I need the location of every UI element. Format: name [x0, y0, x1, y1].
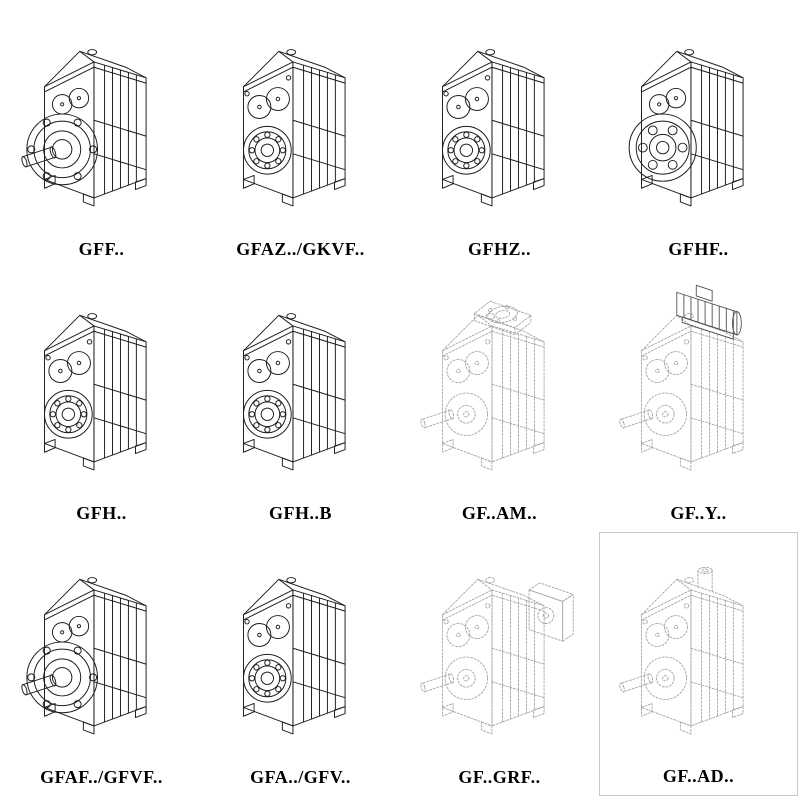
model-label: GFF..: [78, 239, 125, 259]
gearbox-face-bores-drawing: [201, 268, 400, 503]
gearbox-face-bores-icon: [217, 16, 385, 228]
gearbox-face-bores-drawing: [2, 268, 201, 503]
catalog-item-gf-am: GF..AM..: [400, 268, 599, 532]
catalog-item-gfh-b: GFH..B: [201, 268, 400, 532]
model-label: GFA../GFV..: [250, 767, 351, 787]
gearbox-face-bores-drawing: [201, 532, 400, 767]
gearbox-motor-top-icon: [615, 280, 783, 492]
gearbox-flange-shaft-drawing: [2, 532, 201, 767]
model-label: GF..AD..: [662, 766, 735, 786]
model-label: GFH..: [76, 503, 127, 523]
gearbox-shaft-icon: [615, 544, 783, 756]
model-label: GF..GRF..: [458, 767, 541, 787]
model-label: GF..Y..: [670, 503, 727, 523]
gearbox-shaft-top-flange-icon: [416, 280, 584, 492]
catalog-item-gf-grf: GF..GRF..: [400, 532, 599, 796]
gearbox-face-bores-icon: [217, 544, 385, 756]
catalog-item-gfaz-gkvf: GFAZ../GKVF..: [201, 4, 400, 268]
gearbox-motor-top-drawing: [599, 268, 798, 503]
gearbox-face-bores-icon: [217, 280, 385, 492]
model-label: GF..AM..: [461, 503, 538, 523]
gearbox-flange-hollow-drawing: [599, 4, 798, 239]
catalog-item-gfa-gfv: GFA../GFV..: [201, 532, 400, 796]
catalog-item-gf-ad: GF..AD..: [599, 532, 798, 796]
gearbox-face-bores-icon: [416, 16, 584, 228]
gearbox-face-bores-icon: [18, 280, 186, 492]
gearbox-face-bores-drawing: [201, 4, 400, 239]
gearbox-flange-hollow-icon: [615, 16, 783, 228]
gearbox-shaft-side-box-icon: [416, 544, 584, 756]
model-label: GFH..B: [268, 503, 332, 523]
catalog-item-gf-y: GF..Y..: [599, 268, 798, 532]
gearbox-shaft-top-flange-drawing: [400, 268, 599, 503]
catalog-item-gfh: GFH..: [2, 268, 201, 532]
gearbox-flange-shaft-icon: [18, 16, 186, 228]
model-label: GFAF../GFVF..: [40, 767, 163, 787]
catalog-item-gfaf-gfvf: GFAF../GFVF..: [2, 532, 201, 796]
catalog-item-gff: GFF..: [2, 4, 201, 268]
model-label: GFHZ..: [467, 239, 531, 259]
model-label: GFHF..: [668, 239, 729, 259]
gearbox-flange-shaft-drawing: [2, 4, 201, 239]
gearbox-face-bores-drawing: [400, 4, 599, 239]
catalog-item-gfhf: GFHF..: [599, 4, 798, 268]
gearbox-shaft-drawing: [600, 533, 797, 766]
gearbox-flange-shaft-icon: [18, 544, 186, 756]
gearbox-shaft-side-box-drawing: [400, 532, 599, 767]
model-label: GFAZ../GKVF..: [236, 239, 365, 259]
catalog-item-gfhz: GFHZ..: [400, 4, 599, 268]
